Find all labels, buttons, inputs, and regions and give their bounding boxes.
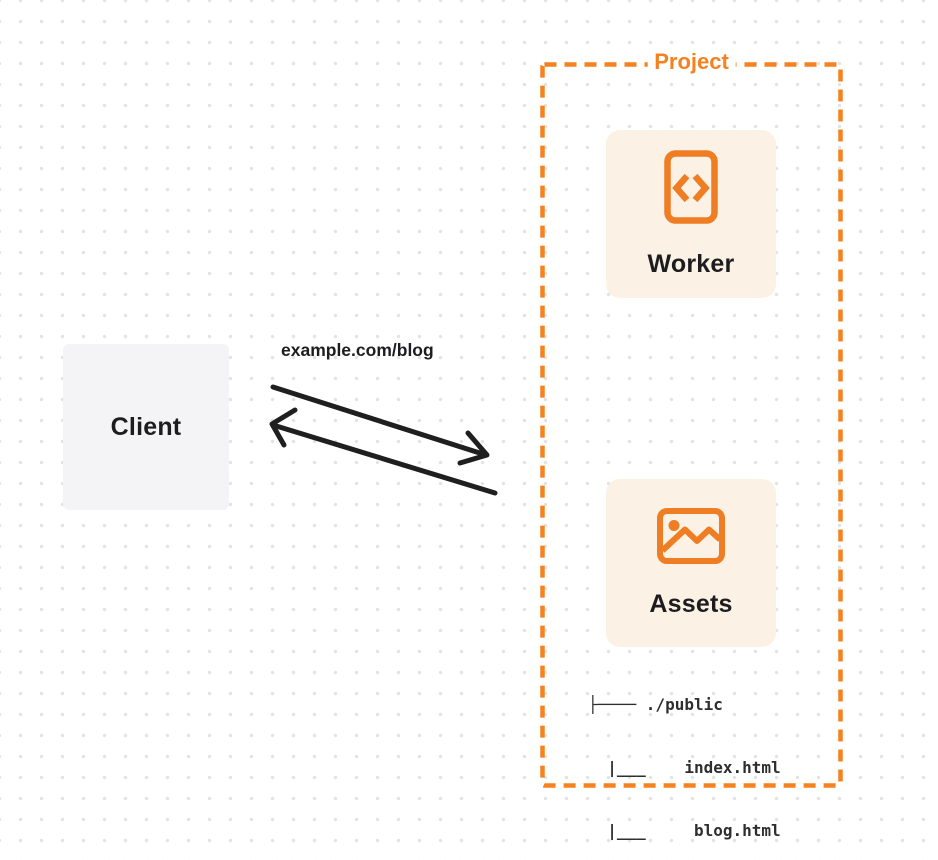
assets-label: Assets (649, 589, 733, 618)
project-title: Project (647, 49, 736, 75)
worker-node: Worker (606, 130, 776, 298)
file-tree-line-index: |___ index.html (588, 758, 781, 777)
file-tree-line-blog: |___ blog.html (588, 821, 781, 840)
response-arrow-line (270, 422, 498, 496)
response-arrowhead-icon (269, 407, 298, 448)
request-arrowhead-icon (457, 430, 490, 466)
assets-node: Assets (606, 479, 776, 647)
client-node: Client (63, 344, 229, 510)
code-file-icon (664, 149, 718, 224)
worker-label: Worker (647, 249, 735, 278)
project-container: Project Worker Assets ├──── ./public |__… (540, 49, 843, 840)
request-url-label: example.com/blog (281, 340, 434, 360)
image-icon (657, 507, 725, 564)
file-tree-line-public: ├──── ./public (588, 695, 723, 714)
client-label: Client (110, 412, 182, 441)
request-arrow-line (270, 384, 489, 458)
assets-file-tree: ├──── ./public |___ index.html |___ blog… (588, 652, 781, 860)
